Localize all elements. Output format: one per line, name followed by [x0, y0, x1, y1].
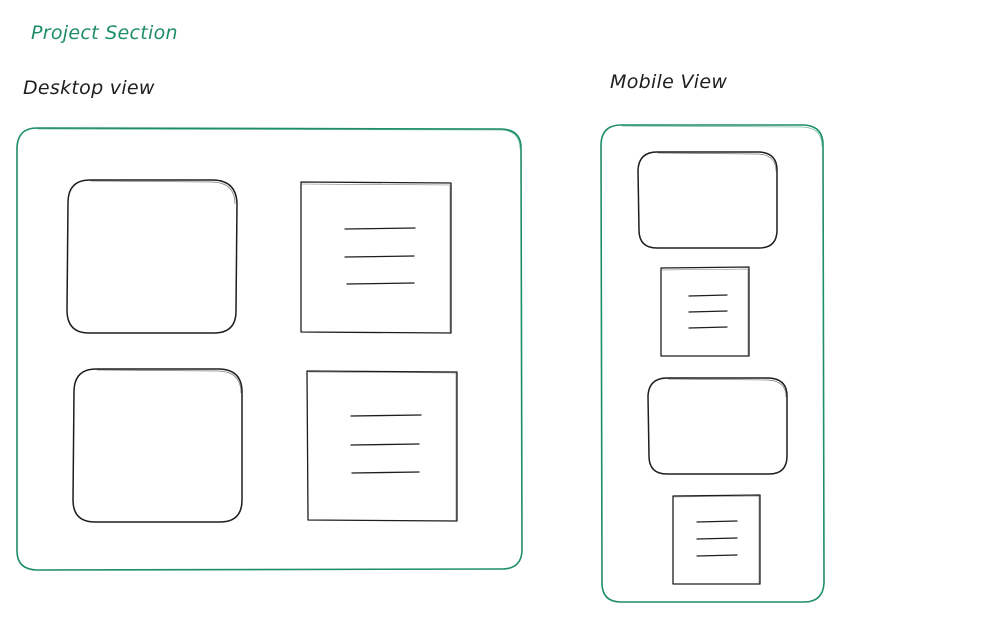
text-line — [688, 310, 728, 313]
mobile-text-placeholder — [660, 266, 750, 357]
text-line — [350, 414, 422, 417]
text-line — [344, 227, 416, 230]
mobile-image-placeholder — [637, 151, 778, 249]
text-line — [688, 294, 728, 297]
mobile-frame — [600, 124, 825, 603]
text-line — [346, 282, 415, 285]
text-line — [351, 471, 420, 474]
mobile-image-placeholder — [647, 377, 788, 475]
text-line — [350, 443, 420, 446]
desktop-image-placeholder — [66, 179, 238, 334]
desktop-frame — [16, 127, 523, 571]
desktop-view-label: Desktop view — [23, 77, 155, 99]
desktop-image-placeholder — [72, 368, 243, 523]
desktop-text-placeholder — [306, 370, 458, 522]
section-title: Project Section — [31, 22, 178, 44]
mobile-view-label: Mobile View — [610, 71, 728, 93]
desktop-text-placeholder — [300, 181, 452, 334]
mobile-text-placeholder — [672, 494, 761, 585]
text-line — [344, 255, 415, 258]
text-line — [688, 326, 728, 329]
text-line — [696, 554, 738, 557]
text-line — [696, 537, 738, 540]
text-line — [696, 520, 738, 523]
